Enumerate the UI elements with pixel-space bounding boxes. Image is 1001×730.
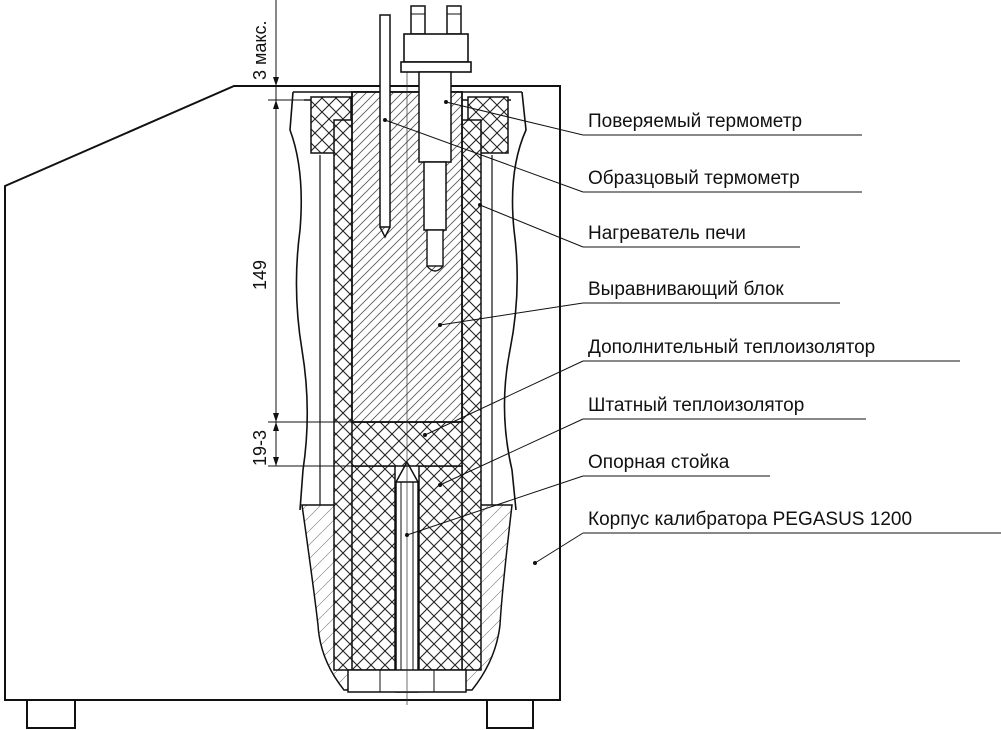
callout-equalizing-block: Выравнивающий блок <box>588 279 784 300</box>
callout-leaders <box>383 100 1001 565</box>
dim-support-height: 19-3 <box>250 430 270 466</box>
callout-calibrator-body: Корпус калибратора PEGASUS 1200 <box>588 509 912 530</box>
calibrator-housing <box>4 85 561 729</box>
callout-support-post: Опорная стойка <box>588 452 730 473</box>
callout-furnace-heater: Нагреватель печи <box>588 223 746 244</box>
dim-top-gap: 3 макс. <box>250 21 270 80</box>
dim-block-length: 149 <box>250 260 270 290</box>
extra-insulator-body <box>310 96 509 671</box>
callout-reference-thermometer: Образцовый термометр <box>588 168 800 189</box>
dimension-lines <box>268 0 352 467</box>
reference-thermometer-body <box>400 5 472 272</box>
verified-thermometer-rod <box>379 14 391 239</box>
callout-standard-insulator: Штатный теплоизолятор <box>588 395 804 416</box>
callout-extra-insulator: Дополнительный теплоизолятор <box>588 337 875 358</box>
callout-verified-thermometer: Поверяемый термометр <box>588 111 802 132</box>
